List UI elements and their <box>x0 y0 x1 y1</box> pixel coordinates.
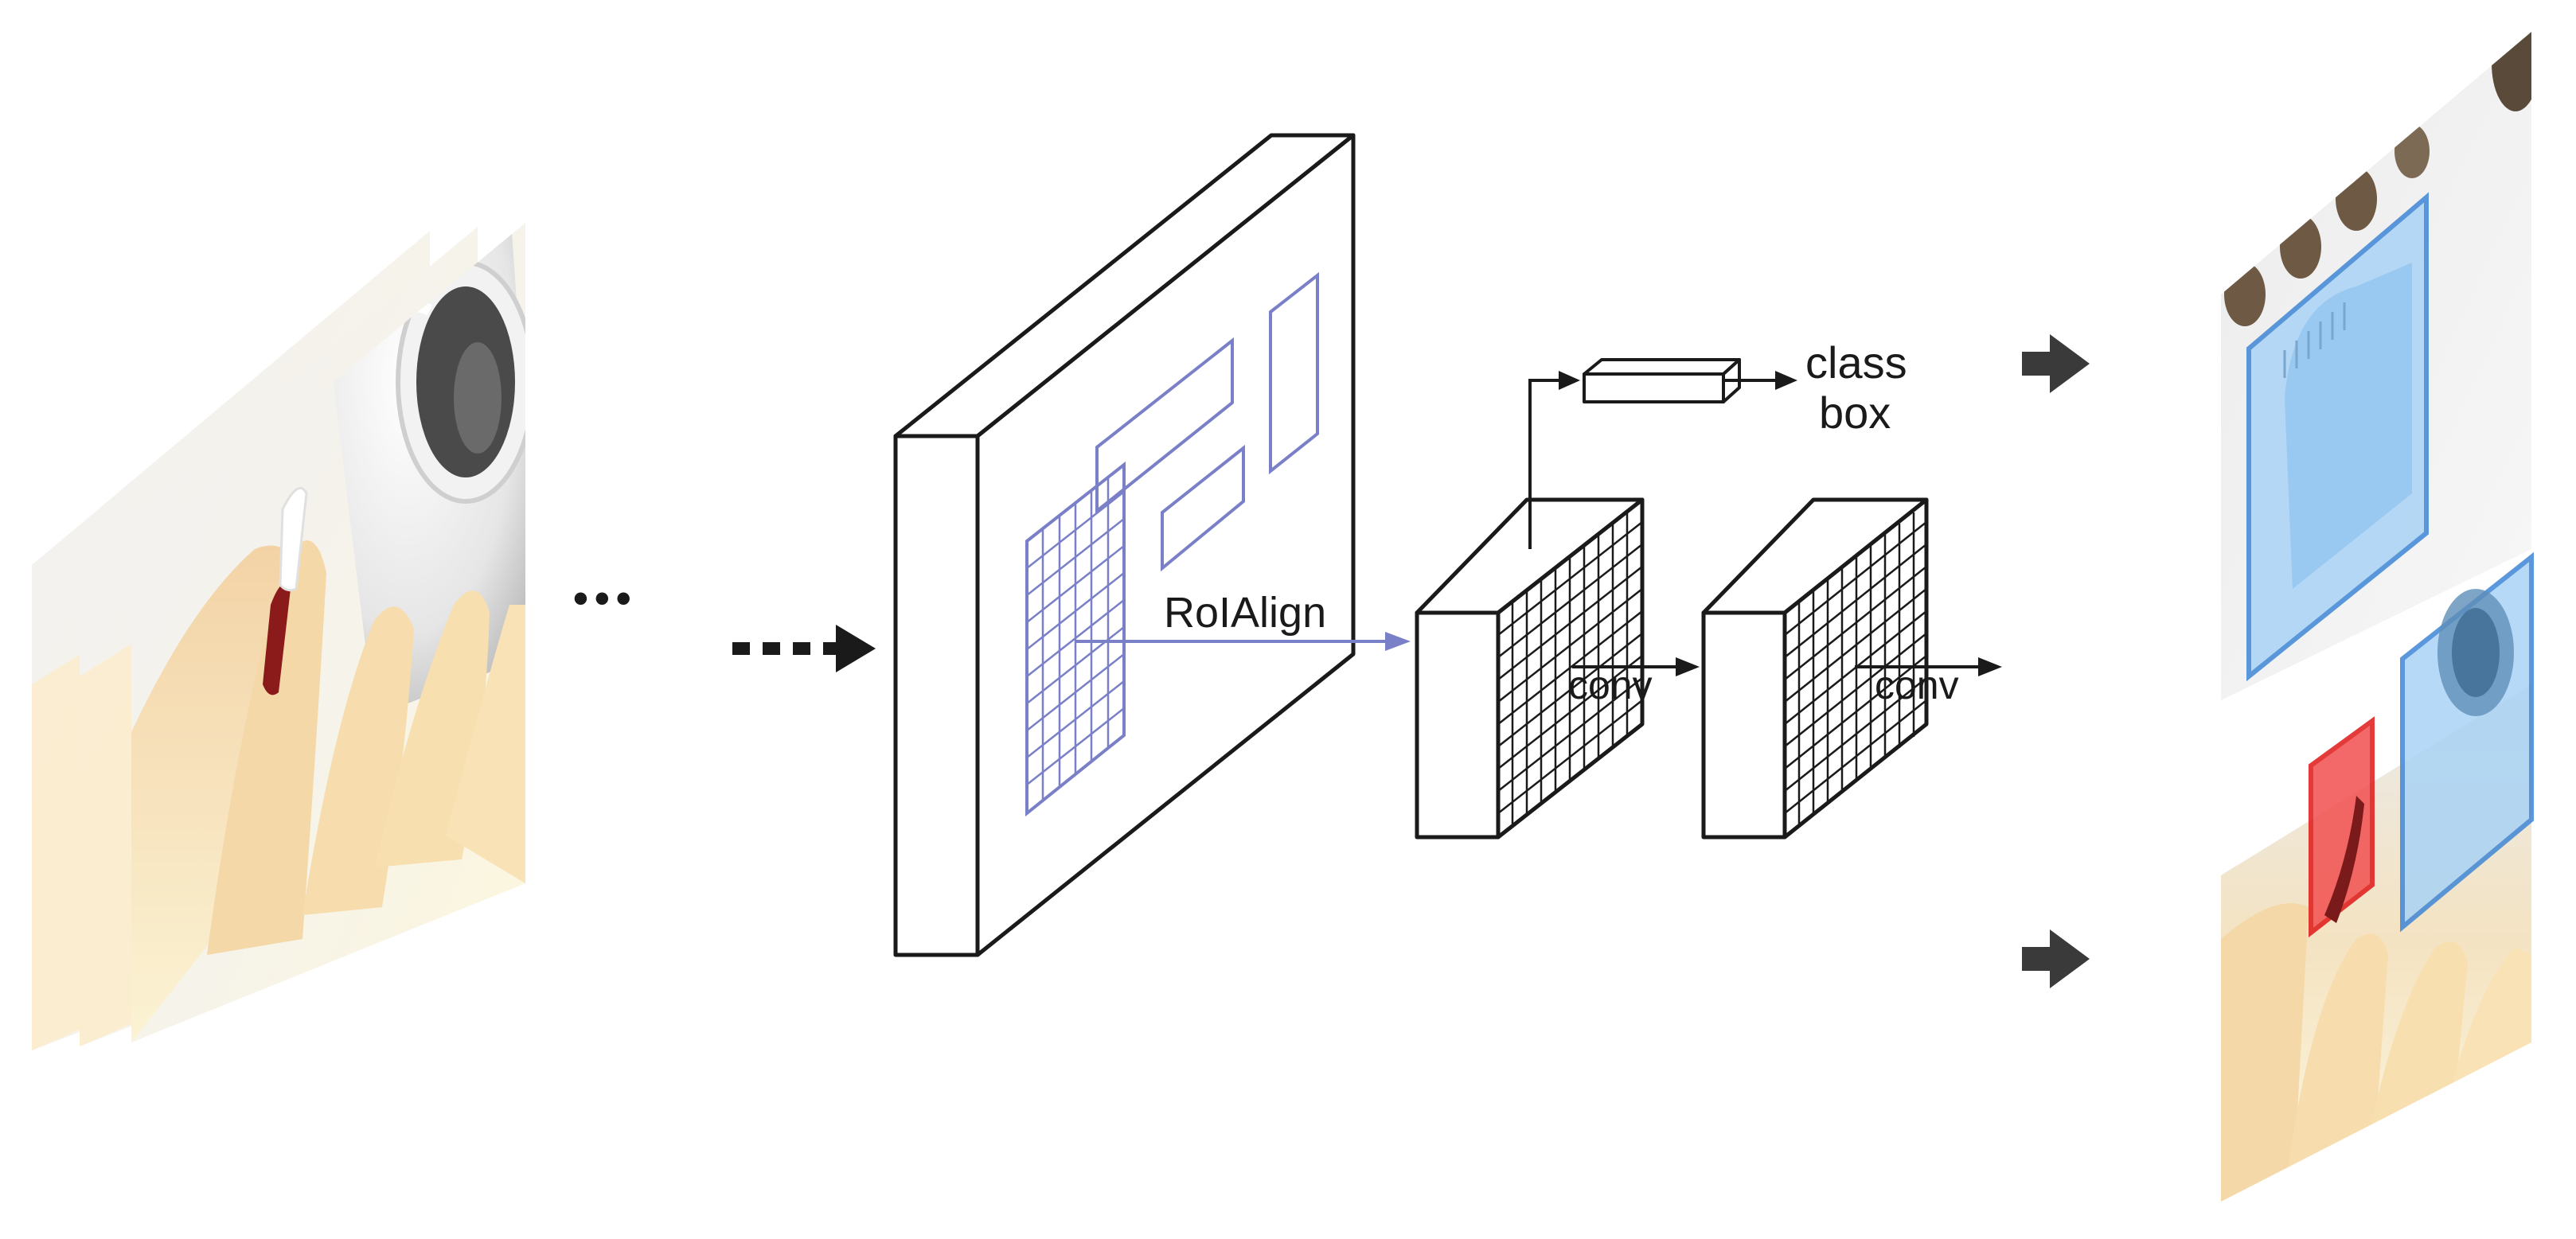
head-block-2-grid <box>1784 512 1927 826</box>
output-arrow-bottom <box>2022 929 2090 988</box>
roi-box-3 <box>1161 444 1245 572</box>
roi-box-2 <box>1269 271 1319 475</box>
head-block-1-front <box>1415 610 1501 840</box>
roi-box-1 <box>1095 337 1234 515</box>
dashed-arrow-to-backbone <box>732 625 876 672</box>
class-label: class <box>1805 337 1907 388</box>
cls-box-branch-arrow <box>1528 379 1560 549</box>
feature-map-front-face <box>893 434 980 957</box>
pen-mask <box>2309 716 2375 938</box>
conv-label-2: conv <box>1875 663 1959 707</box>
conv-label-1: conv <box>1568 663 1653 707</box>
head-block-2-front <box>1701 610 1787 840</box>
fc-output-arrow <box>1723 371 1797 390</box>
output-arrow-top <box>2022 334 2090 393</box>
cup-mask <box>2400 551 2534 933</box>
input-frame-front <box>131 223 525 1042</box>
conv-arrow-2 <box>1855 657 2002 676</box>
conv-arrow-1 <box>1572 657 1700 676</box>
roialign-label: RoIAlign <box>1164 589 1326 637</box>
head-block-1-grid <box>1497 512 1643 826</box>
ellipsis-dots: ••• <box>573 575 638 622</box>
roialign-arrow <box>1075 632 1411 651</box>
roi-grid <box>1025 461 1126 817</box>
cup-box-mask <box>2246 192 2429 682</box>
roi-proposals <box>1095 271 1319 572</box>
fc-layer-box <box>1583 358 1741 403</box>
hand-object <box>131 486 525 1042</box>
input-frame-stack <box>32 223 525 1050</box>
box-label: box <box>1819 388 1891 438</box>
